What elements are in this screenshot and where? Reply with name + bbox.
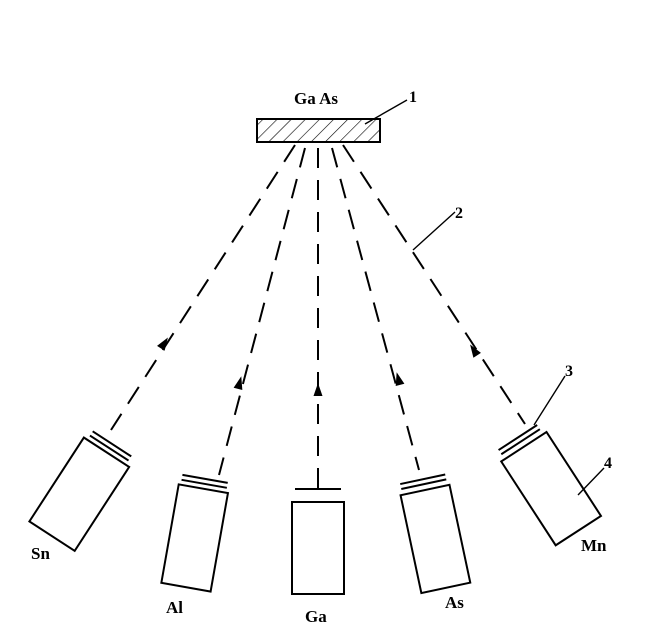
callout-1-leader [364,99,408,125]
source-label-al: Al [166,598,183,617]
cell-al [160,473,230,593]
cell-sn [28,430,132,553]
shutter-as [400,473,446,486]
substrate-label: Ga As [294,89,338,108]
source-label-ga: Ga [305,607,327,626]
shutter-mn [498,424,538,451]
source-label-mn: Mn [581,536,607,555]
callout-4-leader [577,467,605,496]
beam-sn [110,144,296,431]
arrow-ga [313,383,323,396]
callout-3-leader [533,375,566,426]
crucible-al [160,483,230,593]
beam-as [331,147,420,471]
cell-ga [291,488,345,595]
callout-2-leader [412,211,456,251]
crucible-sn [28,436,131,553]
arrow-sn [157,337,168,351]
source-label-sn: Sn [31,544,50,563]
beam-al [218,147,306,476]
arrow-as [395,372,405,387]
cell-as [399,473,472,595]
callout-3: 3 [565,363,573,380]
arrow-mn [470,344,481,358]
crucible-ga [291,501,345,595]
beam-arrows [157,337,481,396]
source-label-as: As [445,593,464,612]
molecular-beams [110,144,526,488]
beam-mn [342,144,526,425]
callout-4: 4 [604,455,612,472]
callout-2: 2 [455,205,463,222]
cell-mn [498,424,603,547]
crucible-mn [499,430,603,547]
substrate [256,118,381,143]
shutter-sn [92,430,132,458]
callout-1: 1 [409,89,417,106]
shutter-al [182,473,228,484]
crucible-as [399,483,472,595]
arrow-al [233,376,243,391]
